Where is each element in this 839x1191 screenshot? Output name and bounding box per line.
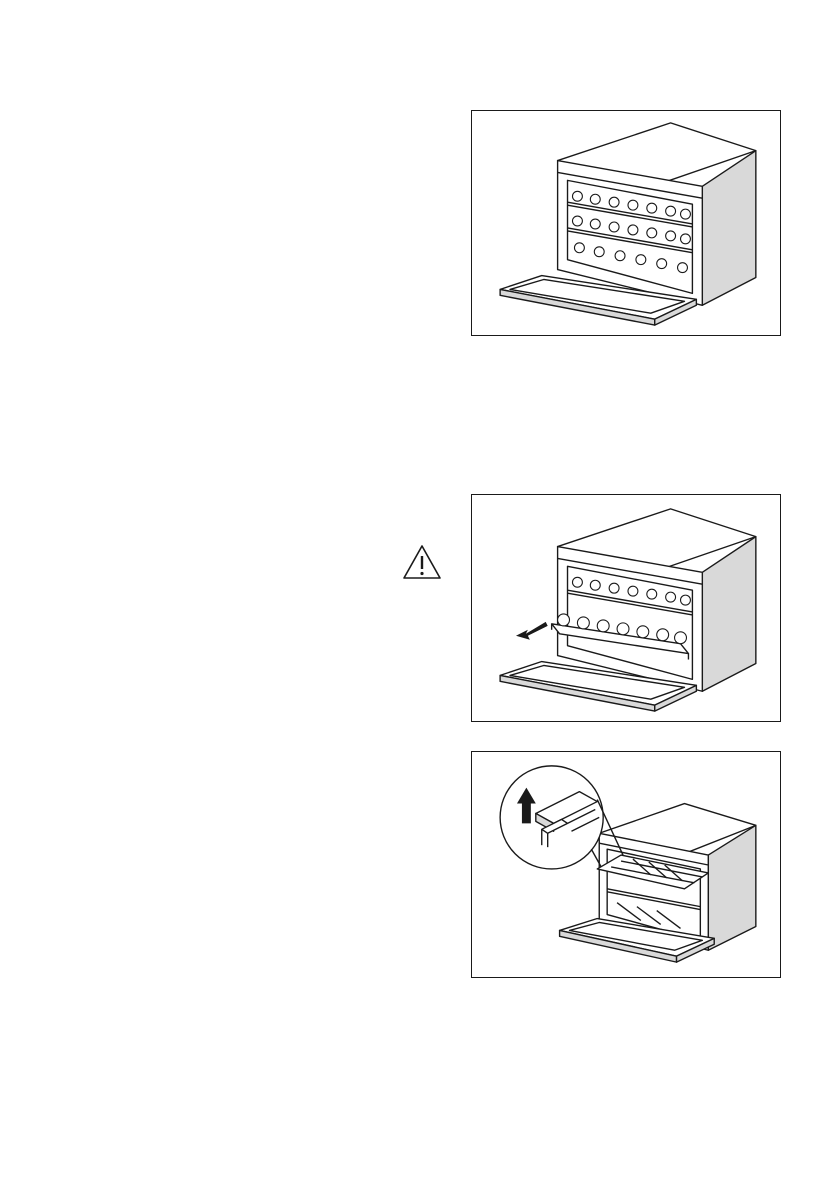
warning-triangle-icon [402,544,442,580]
figure-shelf-lift-out [471,751,781,978]
figure-wine-cabinet-open-door [471,110,781,336]
pull-arrow-icon [516,622,548,640]
figure-shelf-pull-out [471,494,781,722]
wine-cabinet-illustration [472,111,780,335]
wine-cabinet-shelf-pull-illustration [472,495,780,721]
wine-cabinet-shelf-lift-illustration [472,752,780,977]
